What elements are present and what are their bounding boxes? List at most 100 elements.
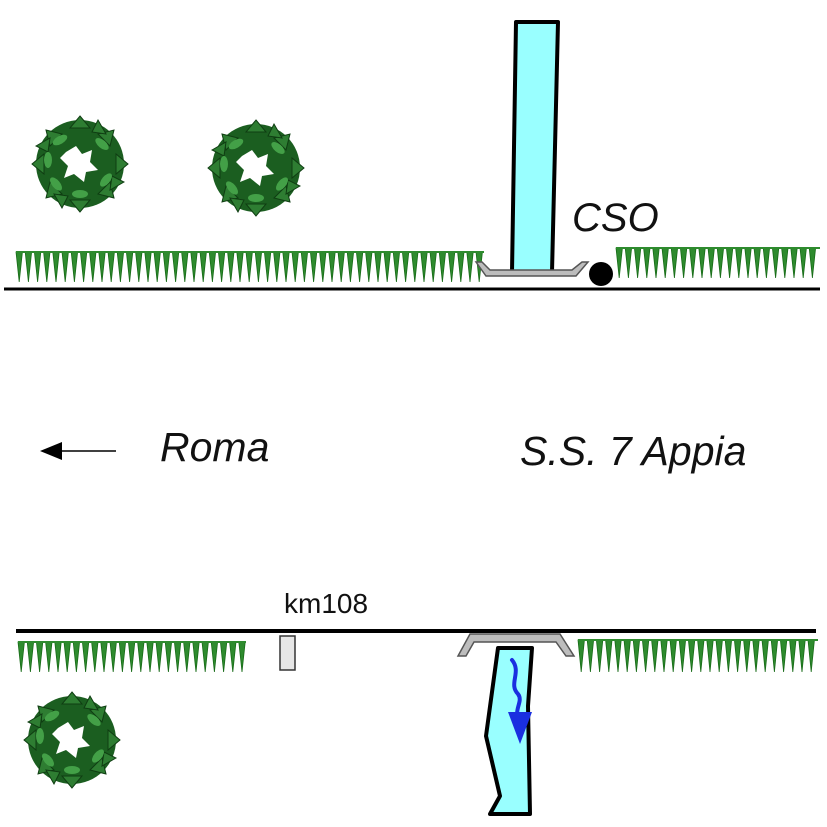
grass-blade bbox=[337, 251, 345, 283]
grass-blade bbox=[429, 251, 437, 283]
bottom-grass-right bbox=[577, 639, 818, 673]
grass-blade bbox=[752, 639, 760, 673]
grass-blade bbox=[651, 639, 659, 673]
grass-blade bbox=[89, 251, 97, 283]
cso-point-icon bbox=[589, 262, 613, 286]
grass-blade bbox=[789, 639, 797, 673]
grass-blade bbox=[328, 251, 336, 283]
grass-blade bbox=[781, 247, 789, 279]
grass-blade bbox=[770, 639, 779, 673]
grass-blade bbox=[199, 251, 207, 283]
grass-blade bbox=[100, 641, 108, 673]
grass-blade bbox=[15, 251, 23, 283]
tree-icon bbox=[207, 119, 305, 217]
grass-blade bbox=[245, 251, 253, 283]
grass-blade bbox=[109, 641, 117, 673]
grass-blade bbox=[643, 247, 651, 279]
grass-blade bbox=[744, 247, 752, 279]
grass-blade bbox=[438, 251, 447, 283]
cso-label: CSO bbox=[572, 196, 659, 240]
grass-blade bbox=[54, 641, 62, 673]
kilometer-marker-label: km108 bbox=[284, 588, 369, 619]
grass-blade bbox=[183, 641, 191, 673]
grass-blade bbox=[236, 251, 244, 283]
grass-blade bbox=[615, 247, 623, 279]
grass-blade bbox=[238, 641, 246, 673]
grass-blade bbox=[678, 639, 687, 673]
grass-blade bbox=[135, 251, 143, 283]
grass-blade bbox=[137, 641, 145, 673]
grass-blade bbox=[392, 251, 401, 283]
grass-blade bbox=[595, 639, 604, 673]
grass-blade bbox=[210, 641, 219, 673]
grass-blade bbox=[26, 641, 35, 673]
bottom-grass-left bbox=[17, 641, 246, 673]
grass-blade bbox=[679, 247, 688, 279]
grass-blade bbox=[698, 247, 706, 279]
grass-blade bbox=[171, 251, 180, 283]
grass-blade bbox=[181, 251, 189, 283]
grass-blade bbox=[661, 247, 669, 279]
grass-blade bbox=[192, 641, 200, 673]
grass-blade bbox=[374, 251, 382, 283]
grass-blade bbox=[762, 247, 771, 279]
grass-blade bbox=[190, 251, 198, 283]
grass-blade bbox=[420, 251, 428, 283]
grass-blade bbox=[624, 247, 633, 279]
culvert-outlet bbox=[456, 633, 576, 657]
grass-blade bbox=[798, 639, 806, 673]
grass-blade bbox=[127, 641, 136, 673]
stream-channel-upstream bbox=[510, 20, 560, 274]
grass-blade bbox=[790, 247, 798, 279]
grass-blade bbox=[17, 641, 25, 673]
grass-blade bbox=[799, 247, 807, 279]
kilometer-marker-post bbox=[279, 635, 296, 671]
grass-blade bbox=[687, 639, 696, 673]
tree-icon bbox=[23, 691, 121, 789]
grass-blade bbox=[98, 251, 106, 283]
grass-blade bbox=[346, 251, 355, 283]
grass-blade bbox=[72, 641, 81, 673]
grass-blade bbox=[116, 251, 125, 283]
grass-blade bbox=[355, 251, 364, 283]
grass-blade bbox=[319, 251, 327, 283]
grass-blade bbox=[725, 247, 734, 279]
grass-blade bbox=[164, 641, 173, 673]
grass-blade bbox=[365, 251, 373, 283]
grass-blade bbox=[660, 639, 668, 673]
grass-blade bbox=[35, 641, 44, 673]
grass-blade bbox=[623, 639, 631, 673]
grass-blade bbox=[733, 639, 742, 673]
grass-blade bbox=[107, 251, 115, 283]
grass-blade bbox=[144, 251, 152, 283]
arrow-left-icon bbox=[40, 442, 116, 460]
grass-blade bbox=[291, 251, 299, 283]
grass-blade bbox=[697, 639, 705, 673]
grass-blade bbox=[577, 639, 585, 673]
grass-blade bbox=[641, 639, 650, 673]
grass-blade bbox=[457, 251, 465, 283]
grass-blade bbox=[669, 639, 677, 673]
grass-blade bbox=[91, 641, 99, 673]
grass-blade bbox=[45, 641, 53, 673]
grass-blade bbox=[706, 639, 714, 673]
grass-blade bbox=[808, 247, 817, 279]
grass-blade bbox=[63, 641, 71, 673]
grass-blade bbox=[605, 639, 613, 673]
grass-blade bbox=[632, 639, 641, 673]
grass-blade bbox=[401, 251, 410, 283]
grass-blade bbox=[208, 251, 217, 283]
grass-blade bbox=[162, 251, 171, 283]
grass-blade bbox=[219, 641, 228, 673]
grass-blade bbox=[652, 247, 660, 279]
top-grass-right bbox=[615, 247, 820, 279]
direction-label: Roma bbox=[160, 424, 270, 470]
grass-blade bbox=[153, 251, 161, 283]
grass-blade bbox=[229, 641, 237, 673]
grass-blade bbox=[771, 247, 780, 279]
grass-blade bbox=[201, 641, 209, 673]
culvert-inlet bbox=[474, 261, 590, 277]
grass-blade bbox=[273, 251, 281, 283]
grass-blade bbox=[689, 247, 697, 279]
